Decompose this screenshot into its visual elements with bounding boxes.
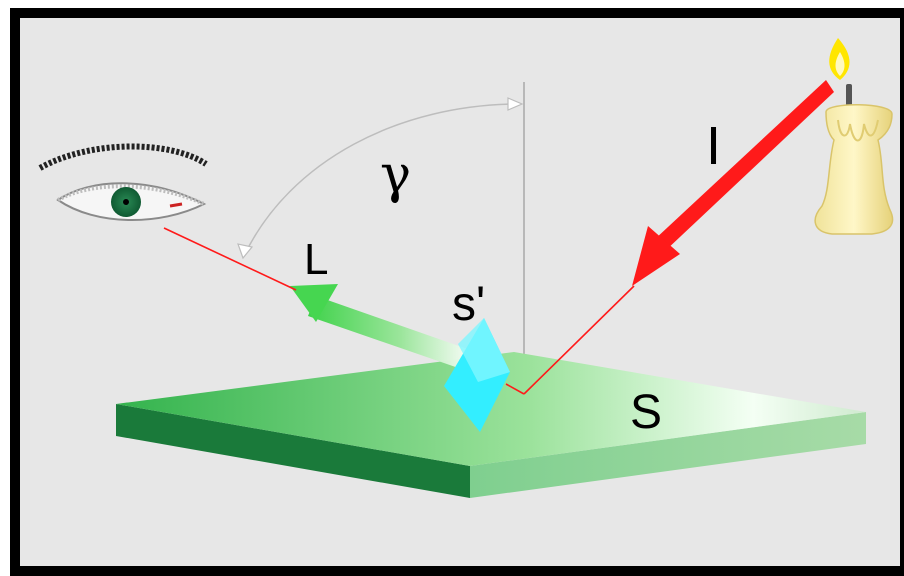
reflected-arrow-shaft — [308, 296, 476, 372]
facet-label: s' — [452, 278, 485, 331]
surface-facet-highlight — [458, 318, 510, 382]
candle-icon — [814, 38, 894, 235]
surface-slab-front — [116, 404, 470, 498]
reflected-ray-bottom-segment — [505, 383, 525, 395]
incident-label: I — [706, 116, 721, 176]
surface-label: S — [630, 386, 662, 439]
surface-slab-right-side — [470, 412, 866, 498]
incident-arrow-shaft — [654, 80, 834, 252]
eye-icon — [38, 143, 208, 222]
angle-arc — [243, 103, 521, 257]
reflected-label: L — [304, 235, 328, 284]
reflected-ray-to-eye — [163, 227, 297, 291]
angle-arc-arrowhead-top — [507, 97, 524, 111]
angle-label: γ — [380, 145, 411, 205]
reflected-arrow-head — [290, 284, 338, 322]
incident-arrow-head — [632, 226, 680, 286]
angle-arc-arrowhead-bottom — [237, 243, 254, 260]
incident-ray-thin — [523, 285, 635, 395]
